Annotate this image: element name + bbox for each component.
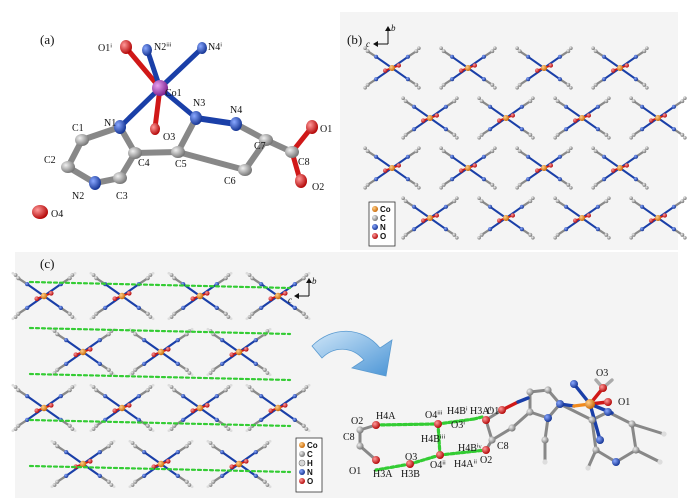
hb-label-O3i: O3ⁱ (451, 420, 465, 431)
label-C3: C3 (116, 191, 128, 202)
panel-a-bonds (65, 47, 315, 186)
hb-label-O3-top: O3 (596, 368, 608, 379)
hb-label-H3A: H3A (373, 469, 393, 480)
panel-b-background (340, 12, 678, 250)
panel-a-atoms (32, 40, 318, 219)
panel-b-legend-co: Co (380, 205, 391, 214)
panel-b-lattice (363, 46, 687, 240)
panel-c-lattice (11, 271, 311, 489)
panel-b-axis-c: c (366, 39, 370, 49)
label-O4: O4 (51, 209, 63, 220)
panel-b-label: (b) (347, 32, 362, 47)
panel-b: (b) b c Co C N O (340, 12, 687, 250)
label-C1: C1 (72, 123, 84, 134)
panel-c-legend: Co C H N O (295, 437, 323, 493)
panel-b-legend: Co C N O (368, 201, 396, 247)
panel-a: (a) (32, 32, 332, 220)
label-N2: N2 (72, 191, 84, 202)
hb-label-H4A: H4A (376, 411, 396, 422)
label-C2: C2 (44, 155, 56, 166)
hb-label-H4Biv: H4Bⁱᵛ (458, 443, 482, 454)
panel-c-axis-c: c (288, 295, 292, 305)
panel-c-legend-c: C (307, 450, 313, 459)
hb-label-O2: O2 (351, 416, 363, 427)
hb-label-H4Bi: H4Bⁱ (447, 406, 468, 417)
hb-label-O1-bottom: O1 (349, 466, 361, 477)
label-N4i: N4ⁱ (208, 42, 222, 53)
label-O1: O1 (320, 124, 332, 135)
panel-b-axis-b: b (391, 23, 396, 33)
hbond-atom-labels: O2 H4A O4ⁱⁱⁱ H4Bⁱ H3Aⁱ O1 C8 O3ⁱ H4Bⁱⁱⁱ … (343, 368, 630, 480)
label-O2: O2 (312, 182, 324, 193)
panel-a-label: (a) (40, 32, 54, 47)
label-N1: N1 (104, 118, 116, 129)
panel-c-label: (c) (40, 256, 54, 271)
hb-label-C8-right: C8 (497, 441, 509, 452)
label-C7: C7 (254, 141, 266, 152)
panel-a-atom-labels: O1ⁱ N2ⁱⁱⁱ N4ⁱ Co1 N1 N3 N4 C1 O3 C7 O1 C… (44, 42, 332, 220)
panel-b-legend-o: O (380, 232, 386, 241)
panel-b-axes: b c (366, 23, 396, 49)
panel-c-legend-co: Co (307, 441, 318, 450)
panel-b-legend-n: N (380, 223, 386, 232)
label-C6: C6 (224, 176, 236, 187)
panel-c-legend-n: N (307, 468, 313, 477)
panel-c: (c) b c Co C H N O (11, 252, 678, 498)
label-C5: C5 (175, 159, 187, 170)
panel-b-legend-c: C (380, 214, 386, 223)
panel-c-legend-o: O (307, 477, 313, 486)
label-N2iii: N2ⁱⁱⁱ (154, 42, 172, 53)
label-C4: C4 (138, 158, 150, 169)
hbond-detail: O2 H4A O4ⁱⁱⁱ H4Bⁱ H3Aⁱ O1 C8 O3ⁱ H4Bⁱⁱⁱ … (343, 368, 667, 480)
hb-label-O1: O1 (487, 406, 499, 417)
hb-label-O3: O3 (405, 452, 417, 463)
hb-label-O2-right: O2 (480, 455, 492, 466)
panel-c-legend-h: H (307, 459, 313, 468)
label-Co1: Co1 (165, 88, 182, 99)
label-O1i: O1ⁱ (98, 43, 112, 54)
hb-label-O1-top: O1 (618, 397, 630, 408)
label-O3: O3 (163, 132, 175, 143)
panel-c-axes: b c (288, 276, 317, 305)
hb-label-H4Biii: H4Bⁱⁱⁱ (421, 434, 445, 445)
label-N3: N3 (193, 98, 205, 109)
label-C8: C8 (298, 157, 310, 168)
hb-label-O4iii: O4ⁱⁱⁱ (425, 410, 443, 421)
label-N4: N4 (230, 105, 242, 116)
hb-label-O4ii: O4ⁱⁱ (430, 460, 446, 471)
hb-label-H4Aii: H4Aⁱⁱ (454, 459, 477, 470)
zoom-arrow (311, 330, 393, 377)
hb-label-H3Ai: H3Aⁱ (470, 406, 491, 417)
panel-c-axis-b: b (312, 276, 317, 286)
hb-label-H3B: H3B (401, 469, 420, 480)
hb-label-C8-left: C8 (343, 432, 355, 443)
